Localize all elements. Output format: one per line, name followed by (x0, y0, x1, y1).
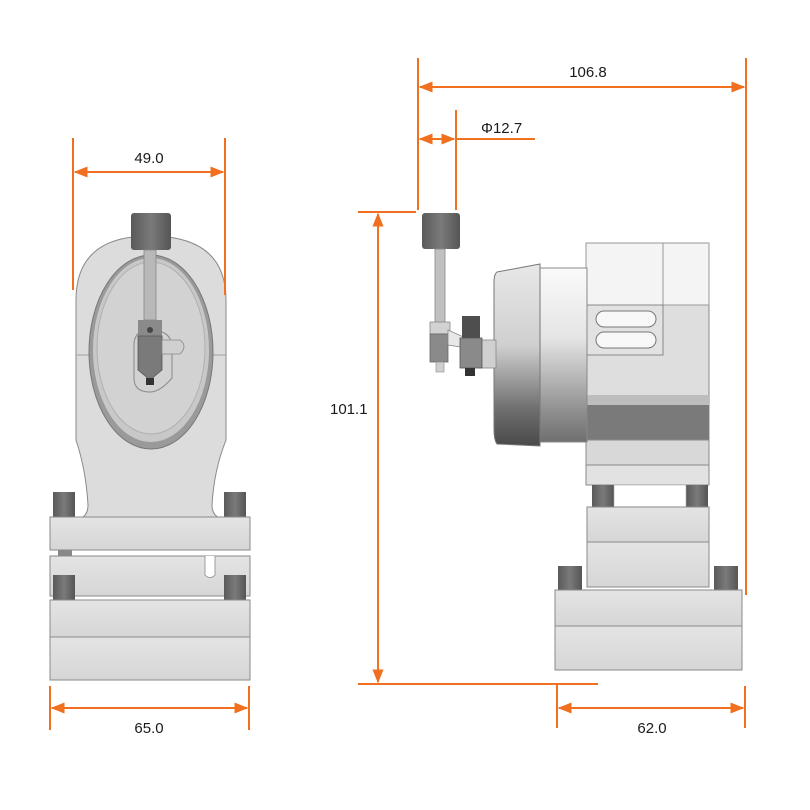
front-base-width-label: 65.0 (134, 720, 163, 737)
front-base-width-dimension: 65.0 (49, 686, 250, 737)
side-overall-length-dimension: 106.8 (417, 58, 747, 595)
overall-height-label: 101.1 (330, 401, 368, 418)
front-view (49, 213, 251, 681)
side-knob (422, 213, 460, 249)
overall-length-label: 106.8 (569, 64, 607, 81)
knob (131, 213, 171, 250)
side-base-depth-dimension: 62.0 (556, 684, 746, 737)
base-depth-label: 62.0 (637, 720, 666, 737)
front-top-width-dimension: 49.0 (72, 138, 226, 295)
front-top-width-label: 49.0 (134, 150, 163, 167)
diameter-label: Φ12.7 (481, 120, 522, 137)
side-view (422, 213, 743, 671)
side-diameter-dimension: Φ12.7 (418, 110, 535, 210)
